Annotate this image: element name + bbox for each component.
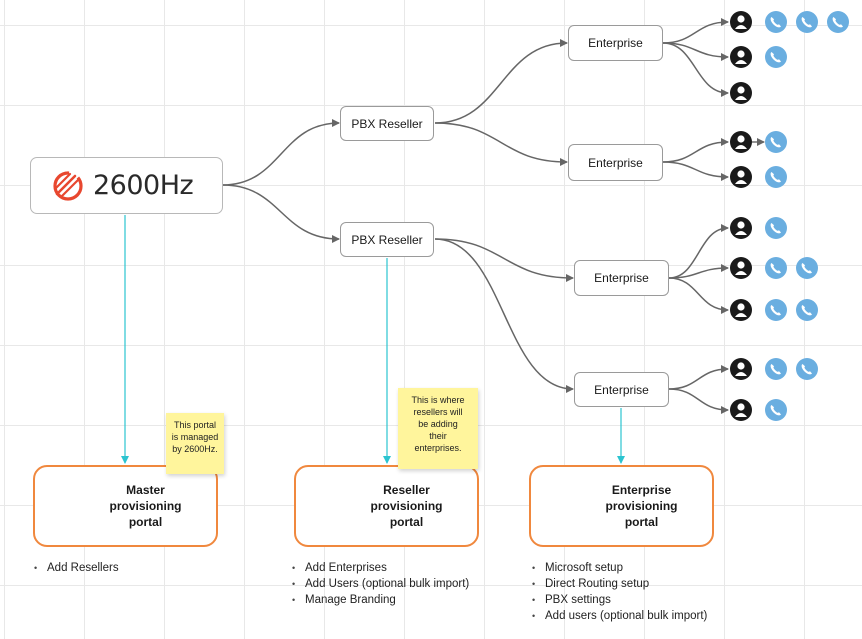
list-item: Add Users (optional bulk import) [292, 576, 469, 592]
edge-enterprise-user [662, 138, 729, 163]
phone-icon [765, 358, 787, 380]
edge-logo-reseller-1 [222, 119, 340, 186]
user-icon [730, 82, 752, 104]
edge-enterprise-user [668, 277, 729, 314]
reseller-portal-features: Add Enterprises Add Users (optional bulk… [292, 560, 469, 608]
reseller-provisioning-portal[interactable]: Reseller provisioning portal [294, 465, 479, 547]
user-icon [730, 257, 752, 279]
phone-icon [796, 358, 818, 380]
edge-enterprise-user [668, 365, 729, 390]
user-icon [730, 46, 752, 68]
list-item: Manage Branding [292, 592, 469, 608]
list-item: PBX settings [532, 592, 707, 608]
edge-reseller-1-enterprise-1 [434, 39, 568, 124]
enterprise-provisioning-portal[interactable]: Enterprise provisioning portal [529, 465, 714, 547]
list-item: Microsoft setup [532, 560, 707, 576]
phone-icon [827, 11, 849, 33]
user-icon [730, 299, 752, 321]
user-icon [730, 399, 752, 421]
portal-title: Enterprise provisioning portal [605, 483, 678, 529]
phone-icon [765, 131, 787, 153]
phone-icon [765, 399, 787, 421]
edge-reseller-2-enterprise-4 [434, 238, 574, 393]
edge-enterprise-user [662, 42, 729, 61]
edge-enterprise-user [668, 224, 729, 279]
phone-icon [765, 217, 787, 239]
enterprise-4[interactable]: Enterprise [574, 372, 669, 407]
enterprise-1[interactable]: Enterprise [568, 25, 663, 61]
phone-icon [765, 46, 787, 68]
portal-title: Master provisioning portal [109, 483, 182, 529]
edge-enterprise-user [662, 18, 729, 44]
user-icon [730, 358, 752, 380]
sticky-note-reseller: This is where resellers will be adding t… [398, 388, 478, 469]
user-icon [730, 131, 752, 153]
logo-text: 2600Hz [93, 170, 194, 201]
pbx-reseller-2[interactable]: PBX Reseller [340, 222, 434, 257]
edge-logo-reseller-2 [222, 184, 340, 243]
phone-icon [765, 257, 787, 279]
edge-enterprise-user [662, 161, 729, 181]
enterprise-portal-features: Microsoft setup Direct Routing setup PBX… [532, 560, 707, 624]
phone-icon [796, 257, 818, 279]
enterprise-3[interactable]: Enterprise [574, 260, 669, 296]
edge-reseller-2-enterprise-3 [434, 238, 574, 282]
portal-title: Reseller provisioning portal [370, 483, 443, 529]
pbx-reseller-1[interactable]: PBX Reseller [340, 106, 434, 141]
phone-icon [765, 11, 787, 33]
enterprise-2[interactable]: Enterprise [568, 144, 663, 181]
phone-icon [796, 11, 818, 33]
logo-2600hz: 2600Hz [30, 157, 223, 214]
edge-enterprise-user [662, 42, 729, 97]
master-portal-features: Add Resellers [34, 560, 119, 576]
phone-icon [765, 166, 787, 188]
user-icon [730, 11, 752, 33]
list-item: Add Enterprises [292, 560, 469, 576]
list-item: Add Resellers [34, 560, 119, 576]
edge-enterprise-user [668, 264, 729, 279]
edge-reseller-1-enterprise-2 [434, 122, 568, 166]
phone-icon [765, 299, 787, 321]
user-icon [730, 166, 752, 188]
sticky-note-master: This portal is managed by 2600Hz. [166, 413, 224, 474]
logo-icon [53, 170, 83, 201]
user-icon [730, 217, 752, 239]
edge-enterprise-user [668, 388, 729, 414]
master-provisioning-portal[interactable]: Master provisioning portal [33, 465, 218, 547]
list-item: Add users (optional bulk import) [532, 608, 707, 624]
list-item: Direct Routing setup [532, 576, 707, 592]
phone-icon [796, 299, 818, 321]
